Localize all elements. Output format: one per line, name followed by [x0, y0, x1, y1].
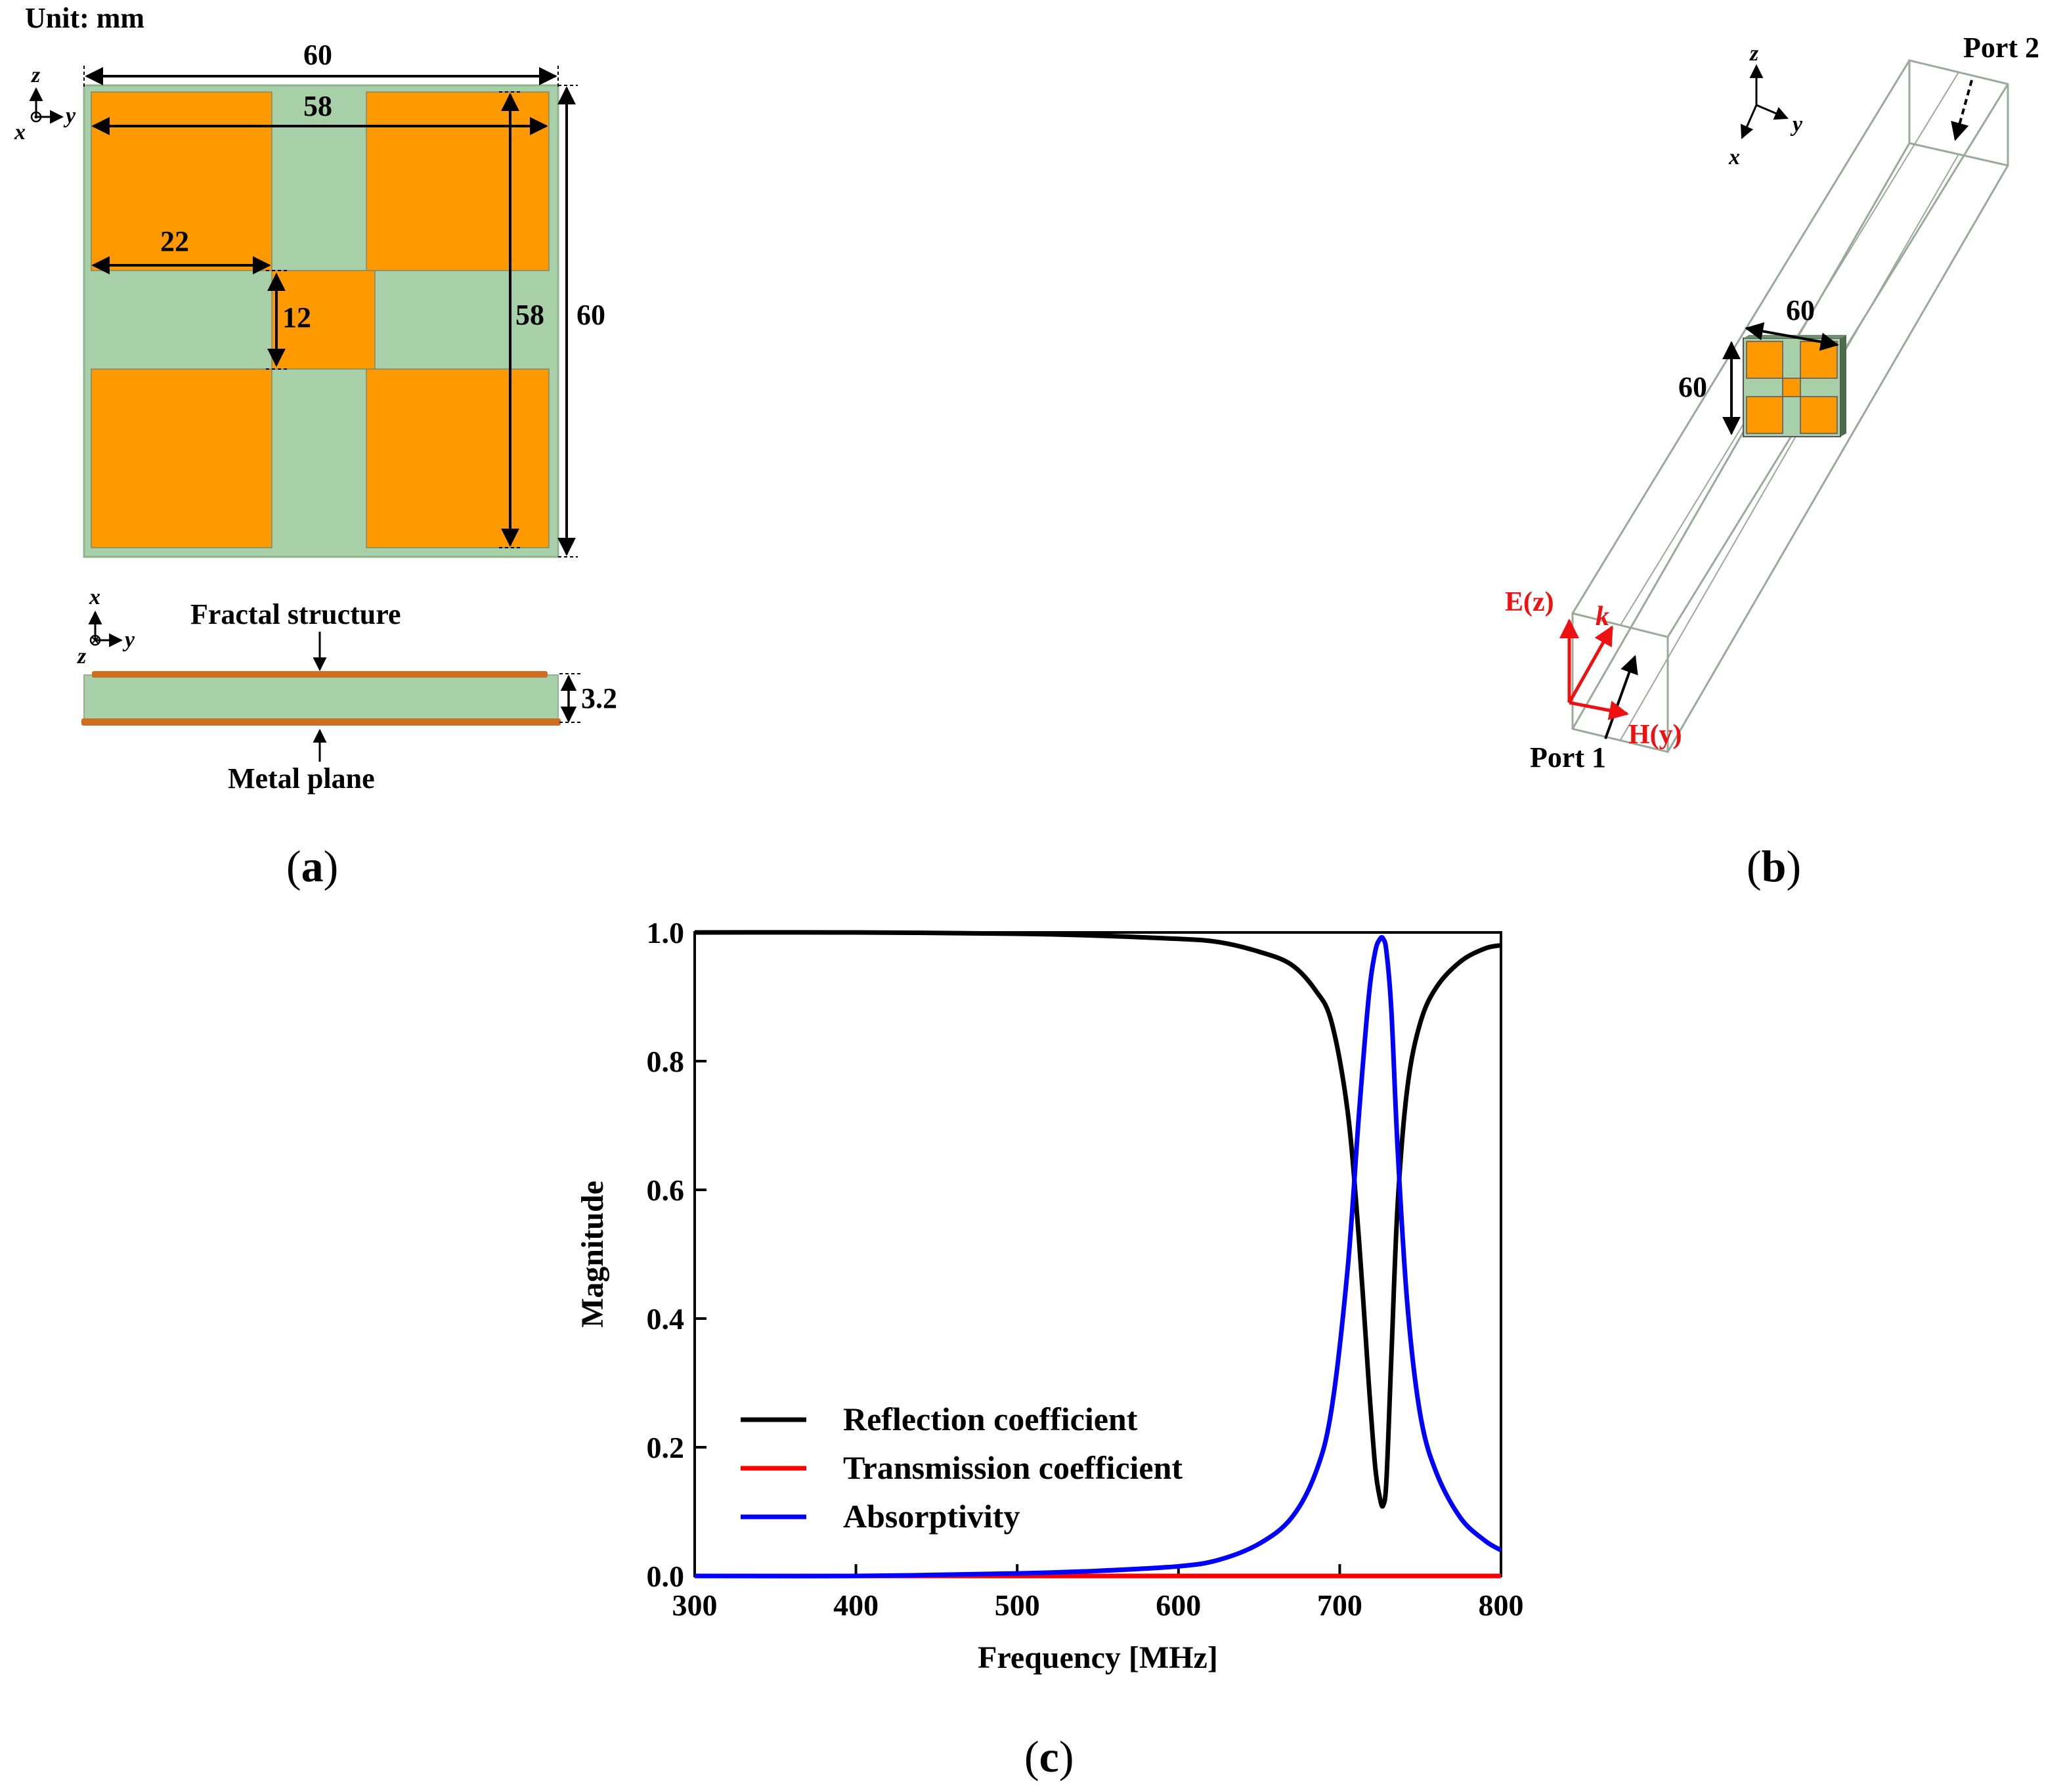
x-tick-label: 500 [995, 1588, 1040, 1622]
x-tick-label: 700 [1317, 1588, 1362, 1622]
side-axis-z-label: z [77, 644, 87, 668]
absorber-sample [1743, 335, 1846, 437]
e-field-label: E(z) [1505, 587, 1554, 617]
top-view-axis-icon: z x y [14, 63, 76, 144]
metal-plane-label: Metal plane [228, 762, 375, 795]
sample-height-label: 60 [1678, 371, 1707, 403]
series-line-reflection-coefficient [694, 930, 1502, 1509]
dim-label-12: 12 [282, 301, 311, 334]
patch-bottom-left [91, 368, 272, 548]
dim-label-58-inner: 58 [303, 90, 332, 122]
substrate-side-view [83, 674, 559, 722]
y-tick-label: 0.8 [647, 1045, 685, 1078]
x-tick-label: 300 [672, 1588, 718, 1622]
y-tick-label: 0.0 [647, 1560, 685, 1593]
panel-b: z y x 60 60 [1505, 32, 2039, 891]
caption-c: (c) [1024, 1732, 1074, 1781]
caption-b: (b) [1747, 841, 1801, 891]
wg-axis-x-label: x [1728, 145, 1740, 169]
dim-label-58-vertical: 58 [515, 299, 544, 331]
x-axis-label: Frequency [MHz] [978, 1640, 1218, 1675]
patch-bottom-right [366, 368, 550, 548]
dimension-lines [85, 67, 576, 556]
port2-arrow [1951, 79, 1973, 141]
x-tick-label: 600 [1156, 1588, 1201, 1622]
x-tick-label: 800 [1479, 1588, 1524, 1622]
side-axis-x-label: x [89, 585, 100, 609]
y-axis-ticks: 0.0 0.2 0.4 0.6 0.8 1.0 [647, 916, 706, 1593]
patch-center [271, 270, 376, 370]
y-axis-label: Magnitude [575, 1181, 610, 1328]
axis-z-label: z [31, 63, 41, 87]
panel-a: Unit: mm z x y [14, 2, 617, 891]
x-tick-label: 400 [833, 1588, 879, 1622]
fractal-structure-label: Fractal structure [190, 598, 401, 630]
absorption-chart: 300 400 500 600 700 800 0.0 0.2 0.4 0.6 0.8 1.0 Re… [575, 916, 1524, 1675]
wg-axis-z-label: z [1749, 41, 1759, 66]
legend-label-absorptivity: Absorptivity [843, 1498, 1020, 1535]
side-view-axis-icon: x z y [77, 585, 135, 668]
legend-label-transmission-coefficient: Transmission coefficient [843, 1449, 1183, 1486]
axis-x-label: x [14, 120, 26, 144]
field-vectors [1559, 619, 1629, 720]
wg-axis-y-label: y [1790, 112, 1803, 137]
thickness-label: 3.2 [581, 682, 617, 714]
y-tick-label: 0.4 [647, 1302, 685, 1336]
series-line-absorptivity [694, 934, 1502, 1579]
legend-label-reflection-coefficient: Reflection coefficient [843, 1401, 1138, 1437]
h-field-label: H(y) [1628, 720, 1682, 750]
caption-a: (a) [286, 841, 338, 891]
fractal-layer [92, 671, 548, 678]
sample-width-dimension [1745, 322, 1839, 351]
k-vector-label: k [1596, 601, 1609, 632]
x-axis-ticks: 300 400 500 600 700 800 [672, 1564, 1524, 1622]
metal-plane-layer [81, 718, 561, 726]
series-layer [694, 930, 1502, 1579]
port2-label: Port 2 [1963, 32, 2039, 64]
axis-y-label: y [63, 104, 76, 128]
waveguide-axis-icon: z y x [1728, 41, 1803, 169]
port1-label: Port 1 [1530, 741, 1606, 774]
unit-label: Unit: mm [25, 2, 144, 34]
patch-top-right [366, 91, 550, 271]
port1-arrow [1604, 655, 1638, 739]
y-tick-label: 1.0 [647, 916, 685, 950]
side-axis-y-label: y [122, 628, 135, 652]
dim-label-60-top: 60 [303, 39, 332, 71]
dim-label-22: 22 [160, 225, 189, 257]
y-tick-label: 0.2 [647, 1431, 685, 1464]
dim-label-60-vertical: 60 [576, 299, 605, 331]
thickness-extension-lines [559, 673, 581, 723]
y-tick-label: 0.6 [647, 1173, 685, 1207]
dimension-extension-lines [83, 66, 578, 557]
sample-width-label: 60 [1786, 294, 1815, 326]
